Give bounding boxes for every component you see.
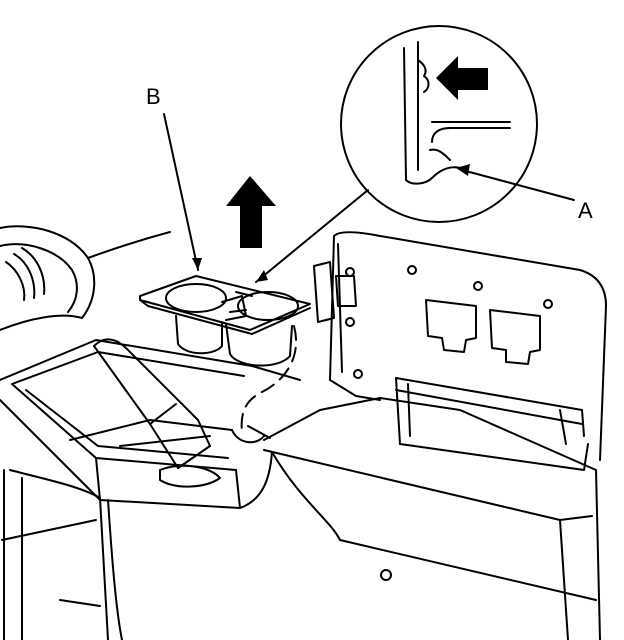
cup-holder [139, 275, 311, 367]
lid-cutouts [425, 299, 541, 365]
lid-latch [313, 261, 553, 379]
parking-brake-lever [93, 338, 211, 469]
callout-label-a: A [578, 198, 593, 223]
leader-arrowhead-a [456, 164, 470, 176]
console-box [263, 231, 607, 640]
lift-arrow-icon [226, 176, 276, 248]
left-lower-structure [1, 469, 123, 640]
center-console [0, 339, 301, 509]
push-arrow-icon [436, 56, 488, 100]
callout-label-b: B [146, 84, 161, 109]
detail-view [340, 25, 538, 223]
leader-arrowhead-detail [256, 270, 268, 282]
removal-path [231, 325, 298, 444]
leader-lines [163, 113, 575, 283]
steering-wheel [0, 225, 171, 331]
leader-arrowhead-b [192, 258, 202, 270]
